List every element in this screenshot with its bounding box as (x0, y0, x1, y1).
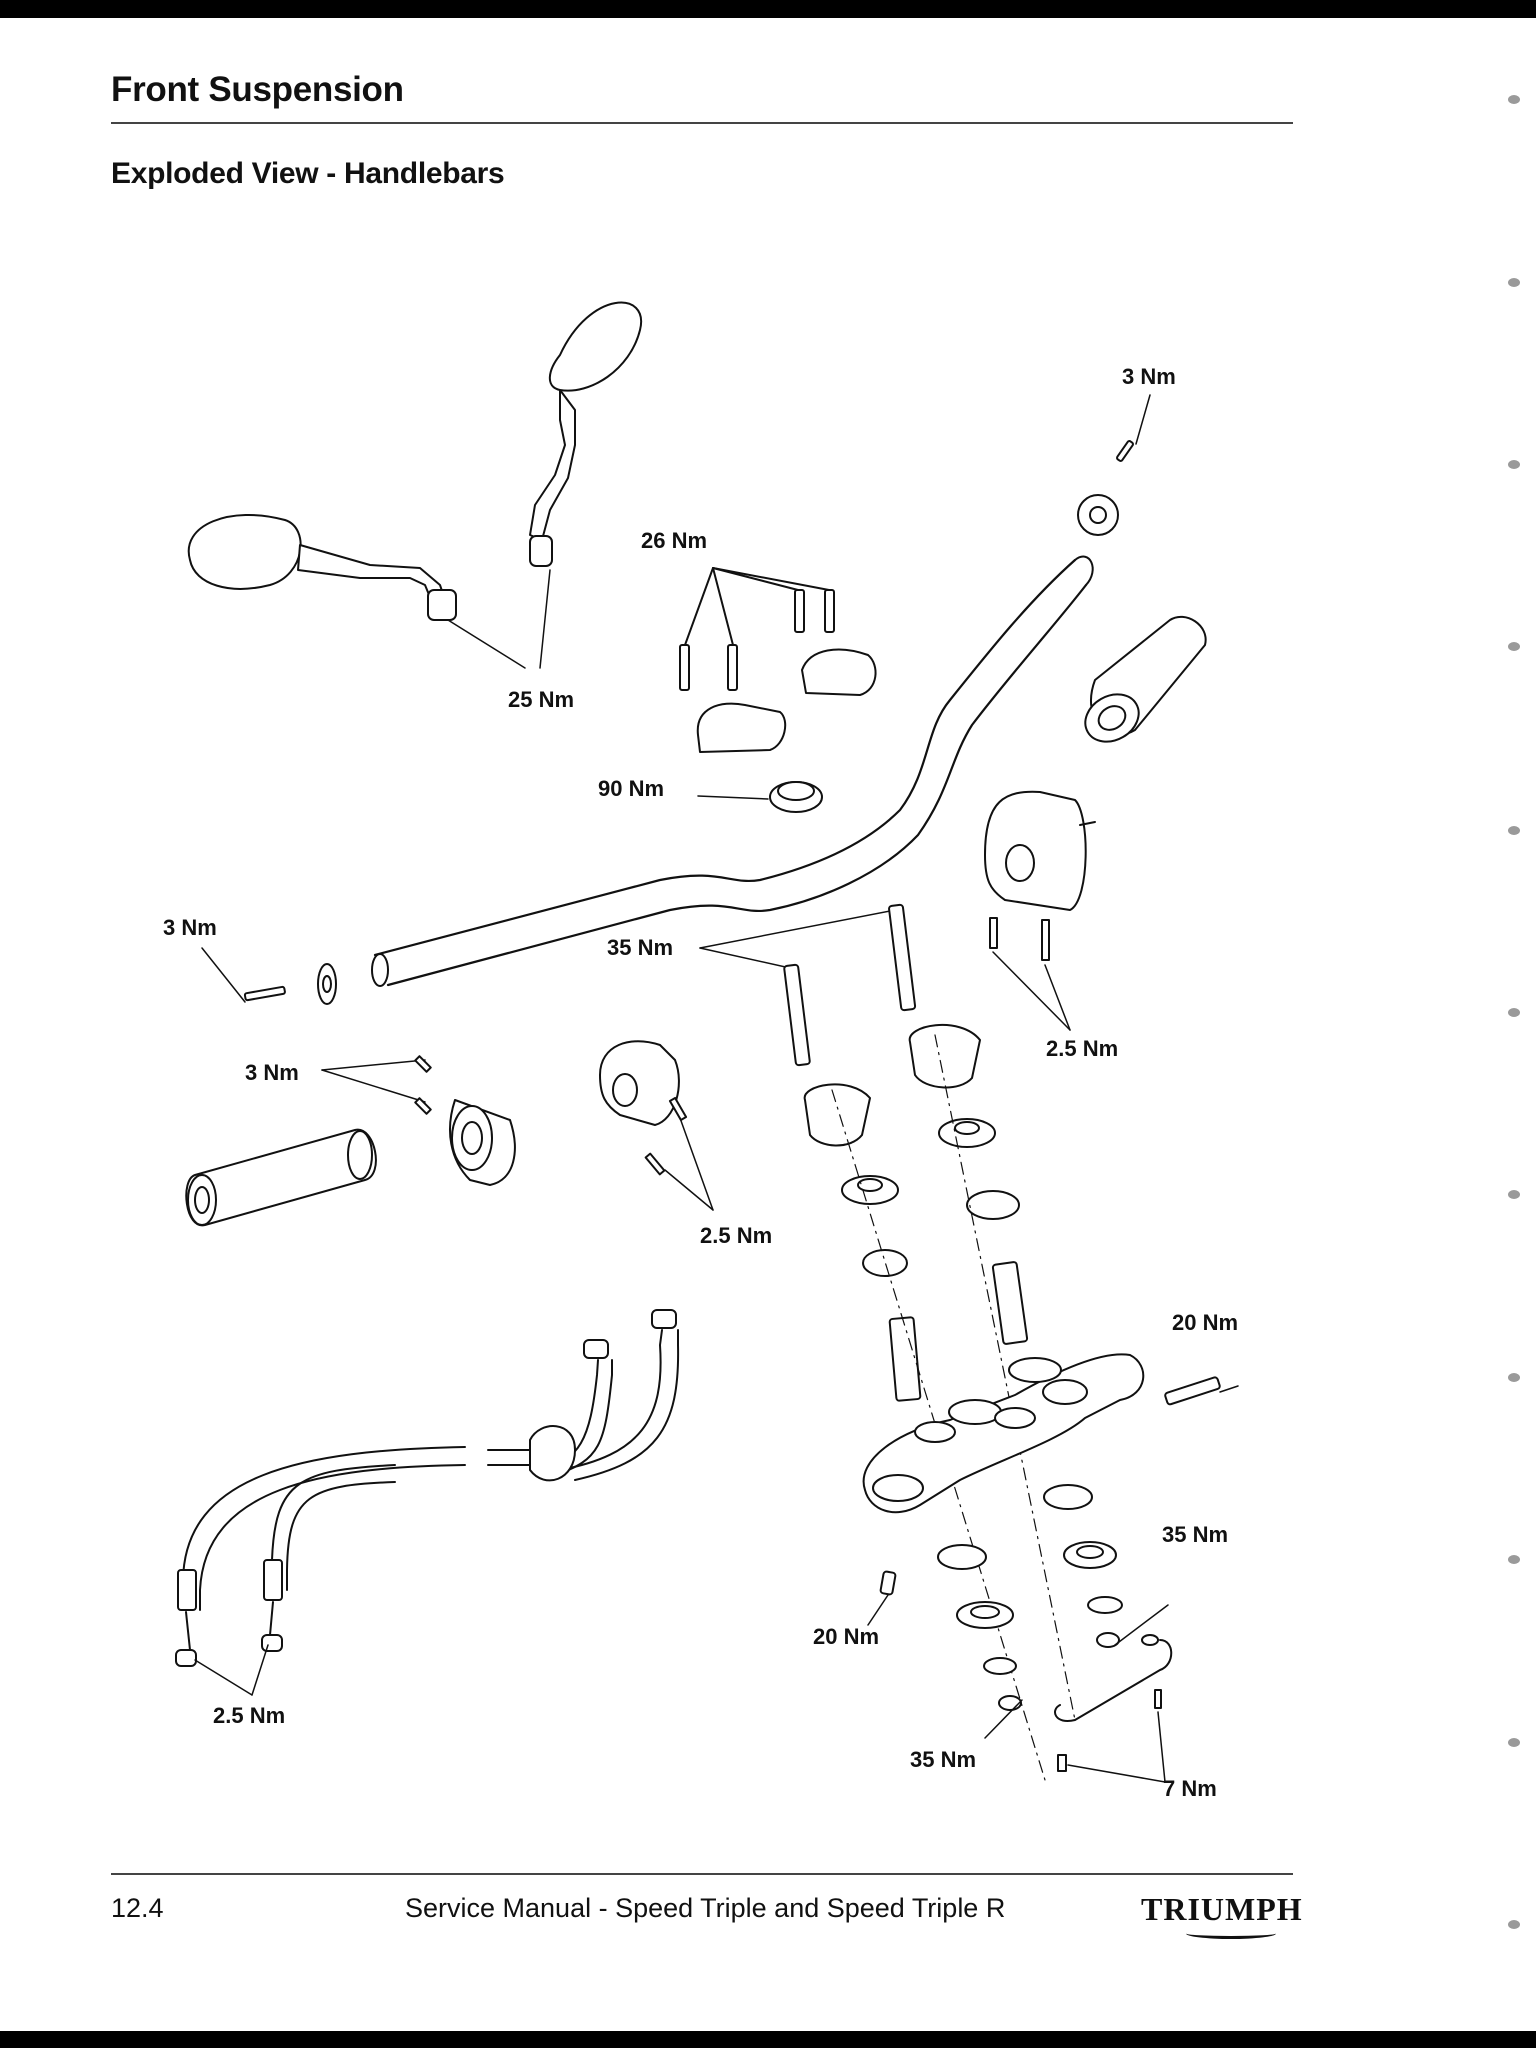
manual-title: Service Manual - Speed Triple and Speed … (405, 1893, 1006, 1923)
handlebar-tube (371, 555, 1094, 987)
torque-label-2-5nm-left-switch: 2.5 Nm (700, 1223, 772, 1248)
top-scan-border (0, 0, 1536, 18)
right-rubber-bush-stack (938, 1118, 1029, 1345)
brand-swoosh (1186, 1928, 1276, 1939)
right-switch-housing (984, 790, 1096, 1031)
handlebar-risers (803, 1023, 981, 1147)
left-rubber-bush-stack (841, 1175, 922, 1402)
left-grip (185, 1128, 377, 1227)
right-mirror (529, 301, 643, 567)
torque-label-2-5nm-cables: 2.5 Nm (213, 1703, 285, 1728)
torque-label-35nm-riser: 35 Nm (607, 935, 673, 960)
brand-logo: TRIUMPH (1141, 1891, 1303, 1927)
torque-label-35nm-lower-right: 35 Nm (1162, 1522, 1228, 1547)
left-bar-end (201, 947, 337, 1005)
torque-label-7nm: 7 Nm (1163, 1776, 1217, 1801)
torque-callouts: 26 Nm 25 Nm 90 Nm 3 Nm 3 Nm 35 Nm 2.5 Nm… (163, 364, 1238, 1801)
left-switch-housing (599, 1040, 714, 1211)
torque-label-3nm-bar-end-left: 3 Nm (163, 915, 217, 940)
torque-label-35nm-lower-left: 35 Nm (910, 1747, 976, 1772)
section-title: Exploded View - Handlebars (111, 157, 505, 190)
steering-stem-parts (867, 1484, 1173, 1783)
torque-label-3nm-bar-end-right: 3 Nm (1122, 364, 1176, 389)
handlebar-nut (697, 781, 823, 813)
top-yoke (862, 1353, 1239, 1514)
torque-label-90nm: 90 Nm (598, 776, 664, 801)
bottom-scan-border (0, 2031, 1536, 2048)
riser-bolts (699, 903, 917, 1067)
torque-label-25nm: 25 Nm (508, 687, 574, 712)
torque-label-26nm: 26 Nm (641, 528, 707, 553)
throttle-assembly (321, 1055, 516, 1186)
torque-label-3nm-throttle: 3 Nm (245, 1060, 299, 1085)
left-mirror (187, 513, 457, 621)
footer-divider (111, 1873, 1293, 1875)
upper-clamp-parts (679, 567, 877, 753)
header-divider (111, 122, 1293, 124)
page-number: 12.4 (111, 1893, 164, 1923)
page-title: Front Suspension (111, 70, 404, 109)
throttle-cables (175, 1309, 680, 1696)
right-bar-end-and-grip (1077, 394, 1207, 743)
torque-label-20nm-stem: 20 Nm (813, 1624, 879, 1649)
torque-label-20nm-yoke: 20 Nm (1172, 1310, 1238, 1335)
torque-label-2-5nm-right-switch: 2.5 Nm (1046, 1036, 1118, 1061)
